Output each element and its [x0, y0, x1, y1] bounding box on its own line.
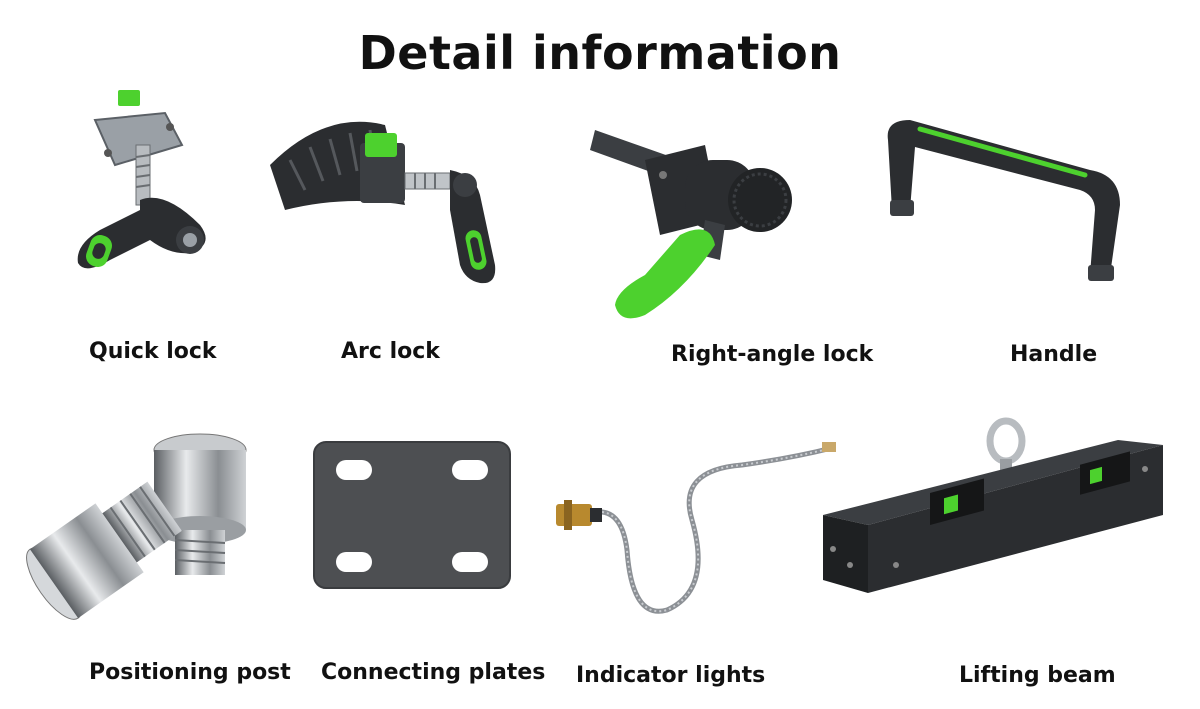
product-quick-lock [70, 85, 230, 295]
lifting-beam-icon [823, 417, 1163, 593]
item-label-right-angle-lock: Right-angle lock [671, 342, 874, 367]
positioning-post-icon [26, 433, 247, 620]
item-label-positioning-post: Positioning post [89, 660, 291, 685]
page-title: Detail information [358, 26, 842, 80]
product-connecting-plate [312, 440, 512, 590]
product-handle [880, 115, 1130, 285]
handle-icon [887, 120, 1120, 281]
arc-lock-icon [270, 121, 496, 284]
item-label-quick-lock: Quick lock [89, 339, 217, 364]
quick-lock-icon [77, 90, 206, 269]
item-label-lifting-beam: Lifting beam [959, 663, 1116, 688]
indicator-light-cable-icon [556, 442, 836, 614]
item-label-connecting-plates: Connecting plates [321, 660, 546, 685]
item-label-arc-lock: Arc lock [341, 339, 440, 364]
connecting-plate-icon [313, 441, 511, 589]
product-lifting-beam [818, 415, 1168, 595]
product-right-angle-lock [585, 120, 800, 325]
product-indicator-lights [552, 440, 842, 620]
right-angle-lock-icon [590, 130, 792, 319]
item-label-indicator-lights: Indicator lights [576, 663, 766, 688]
product-positioning-post [25, 425, 255, 635]
item-label-handle: Handle [1010, 342, 1098, 367]
product-arc-lock [265, 115, 515, 290]
